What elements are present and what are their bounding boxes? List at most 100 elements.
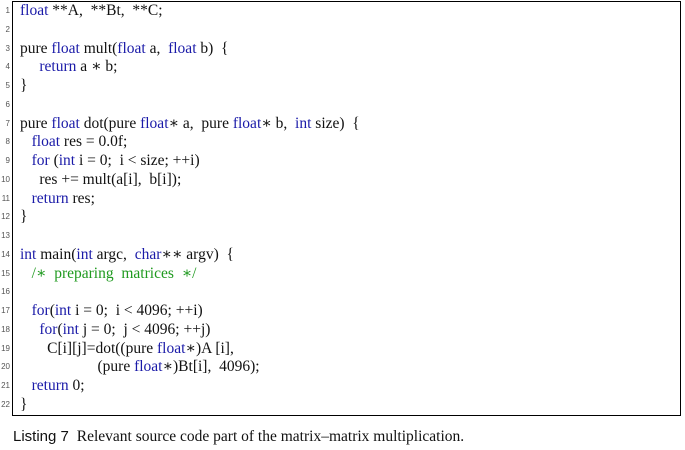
listing-caption: Listing 7 Relevant source code part of t…: [13, 428, 464, 446]
code-token: ∗)Bt[i], 4096);: [162, 358, 260, 376]
code-token: [20, 302, 32, 319]
code-token: (: [49, 302, 55, 319]
line-number: 12: [1, 212, 10, 222]
code-token: dot(pure: [79, 114, 141, 132]
line-number: 8: [5, 137, 10, 147]
keyword-token: float: [232, 114, 262, 132]
code-token: 0;: [68, 377, 85, 394]
code-text: return 0;: [20, 377, 85, 395]
line-number: 22: [1, 399, 10, 409]
keyword-token: float: [140, 114, 169, 132]
line-number: 4: [5, 62, 10, 72]
code-token: (: [49, 152, 59, 169]
code-line: 11 return res;: [2, 190, 682, 208]
keyword-token: char: [134, 245, 162, 263]
keyword-token: return: [39, 58, 77, 76]
code-token: size) {: [311, 114, 360, 132]
code-token: }: [20, 208, 28, 226]
code-text: res += mult(a[i], b[i]);: [20, 171, 181, 189]
code-token: b) {: [196, 39, 229, 57]
line-number: 3: [5, 43, 10, 53]
line-number: 15: [1, 268, 10, 278]
code-token: [20, 190, 32, 207]
code-text: pure float dot(pure float∗ a, pure float…: [20, 115, 360, 133]
code-token: [20, 321, 39, 338]
keyword-token: float: [51, 39, 80, 57]
keyword-token: int: [295, 114, 312, 132]
line-number: 14: [1, 249, 10, 259]
line-number: 11: [1, 193, 10, 203]
code-line: 17 for(int i = 0; i < 4096; ++i): [1, 302, 682, 320]
code-token: i = 0; i < size; ++i): [75, 152, 200, 169]
code-text: pure float mult(float a, float b) {: [20, 40, 228, 58]
line-number: 20: [1, 362, 10, 372]
code-text: }: [20, 396, 27, 414]
keyword-token: int: [58, 152, 76, 169]
code-text: float **A, **Bt, **C;: [20, 2, 163, 20]
code-line: 21 return 0;: [1, 377, 682, 395]
code-token: **A, **Bt, **C;: [48, 2, 163, 19]
keyword-token: int: [62, 320, 79, 338]
code-token: argc,: [92, 245, 135, 263]
code-token: [20, 377, 32, 394]
code-token: j = 0; j < 4096; ++j): [79, 320, 211, 338]
code-token: (pure: [20, 358, 135, 376]
code-token: main(: [36, 245, 77, 263]
code-line: 13: [1, 227, 682, 245]
comment-token: /∗ preparing matrices ∗/: [31, 264, 197, 282]
code-line: 19 C[i][j]=dot((pure float∗)A [i],: [1, 340, 682, 358]
code-line: 12}: [1, 208, 682, 226]
code-text: }: [20, 77, 27, 95]
keyword-token: return: [31, 189, 69, 207]
line-number: 16: [1, 287, 10, 297]
code-line: 10 res += mult(a[i], b[i]);: [1, 171, 682, 189]
keyword-token: int: [54, 302, 72, 319]
keyword-token: int: [20, 245, 37, 263]
code-text: (pure float∗)Bt[i], 4096);: [20, 358, 260, 376]
code-token: mult(: [79, 39, 118, 57]
keyword-token: float: [31, 133, 61, 151]
line-number: 10: [1, 174, 10, 184]
code-token: res += mult(a[i], b[i]);: [20, 170, 182, 188]
code-token: ∗∗ argv) {: [161, 245, 234, 263]
code-token: res = 0.0f;: [60, 133, 128, 151]
keyword-token: float: [134, 358, 163, 376]
line-number: 13: [1, 231, 10, 240]
line-number: 21: [1, 381, 10, 390]
code-token: (: [57, 320, 63, 338]
code-token: [20, 133, 32, 150]
code-line: 18 for(int j = 0; j < 4096; ++j): [1, 320, 682, 339]
code-token: C[i][j]=dot((pure: [20, 339, 158, 357]
line-number: 1: [5, 6, 10, 15]
code-token: [20, 58, 39, 75]
code-text: float res = 0.0f;: [20, 133, 128, 151]
code-line: 4 return a ∗ b;: [6, 58, 682, 76]
keyword-token: float: [168, 39, 197, 57]
code-token: i = 0; i < 4096; ++i): [71, 302, 203, 319]
code-text: for (int i = 0; i < size; ++i): [20, 152, 200, 170]
code-line: 6: [6, 96, 682, 114]
code-token: ∗ a, pure: [168, 114, 233, 132]
code-token: }: [20, 77, 28, 94]
code-token: ∗)A [i],: [185, 339, 234, 357]
keyword-token: int: [76, 245, 93, 263]
keyword-token: float: [51, 114, 80, 132]
code-line: 20 (pure float∗)Bt[i], 4096);: [1, 358, 682, 376]
code-text: int main(int argc, char∗∗ argv) {: [20, 246, 234, 264]
line-number: 9: [5, 156, 10, 165]
code-token: pure: [20, 39, 52, 57]
code-token: res;: [68, 189, 95, 207]
code-text: return res;: [20, 190, 95, 208]
code-text: C[i][j]=dot((pure float∗)A [i],: [20, 340, 234, 358]
keyword-token: for: [31, 302, 50, 319]
line-number: 5: [5, 81, 10, 90]
code-line: 14 int main(int argc, char∗∗ argv) {: [1, 246, 682, 264]
line-number: 17: [1, 306, 10, 315]
keyword-token: return: [31, 377, 69, 394]
line-number: 7: [5, 118, 10, 128]
code-line: 15 /∗ preparing matrices ∗/: [1, 264, 682, 283]
keyword-token: float: [20, 2, 49, 19]
code-token: [20, 152, 32, 169]
code-token: ∗ b,: [261, 114, 296, 132]
